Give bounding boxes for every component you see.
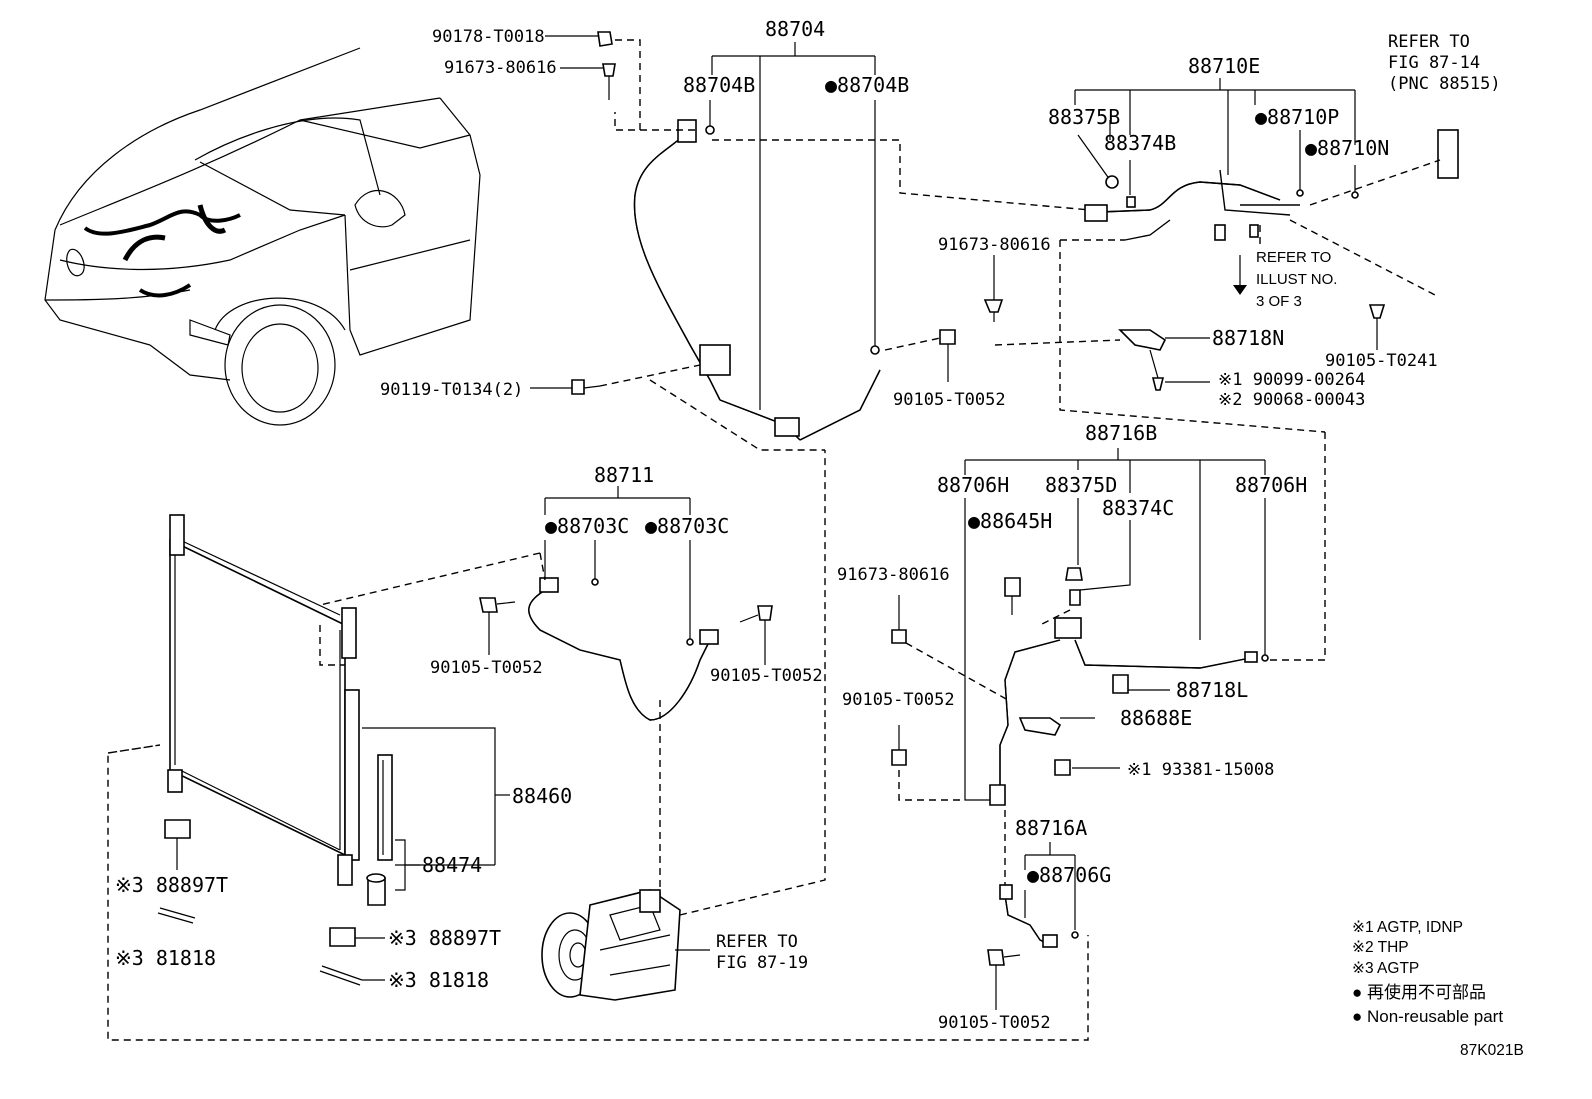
label-88897T-right: ※3 88897T bbox=[388, 926, 501, 950]
label-refer-illust-3: 3 OF 3 bbox=[1256, 293, 1302, 310]
label-90105-T0241: 90105-T0241 bbox=[1325, 351, 1438, 371]
compressor bbox=[541, 450, 826, 1001]
label-90119: 90119-T0134(2) bbox=[380, 380, 523, 400]
label-90105-88711-left: 90105-T0052 bbox=[430, 658, 543, 678]
label-refer-fig8714-1: REFER TO bbox=[1388, 32, 1470, 52]
label-refer-illust-2: ILLUST NO. bbox=[1256, 271, 1337, 288]
label-88718L: 88718L bbox=[1176, 678, 1248, 702]
label-88710E: 88710E bbox=[1188, 54, 1260, 78]
label-refer-fig8719-2: FIG 87-19 bbox=[716, 953, 808, 973]
label-88474: 88474 bbox=[422, 853, 482, 877]
label-88703C-b: ●88703C bbox=[645, 514, 729, 538]
label-88374C: 88374C bbox=[1102, 496, 1174, 520]
label-93381: ※1 93381-15008 bbox=[1127, 760, 1274, 780]
label-88374B: 88374B bbox=[1104, 131, 1176, 155]
label-91673-top: 91673-80616 bbox=[444, 58, 557, 78]
liquid-tube-88716B bbox=[891, 432, 1326, 806]
label-90105-88716A: 90105-T0052 bbox=[938, 1013, 1051, 1033]
label-90105-upper: 90105-T0052 bbox=[893, 390, 1006, 410]
part-number-labels: 90178-T0018 91673-80616 88704 88704B ●88… bbox=[115, 17, 1501, 1033]
bolts-88704 bbox=[530, 31, 956, 451]
label-88706H-a: 88706H bbox=[937, 473, 1009, 497]
legend-note-1: ※1 AGTP, IDNP bbox=[1352, 919, 1463, 936]
legend-note-3: ※3 AGTP bbox=[1352, 960, 1419, 977]
label-90178: 90178-T0018 bbox=[432, 27, 545, 47]
label-88688E: 88688E bbox=[1120, 706, 1192, 730]
label-88704: 88704 bbox=[765, 17, 825, 41]
label-88460: 88460 bbox=[512, 784, 572, 808]
legend: ※1 AGTP, IDNP ※2 THP ※3 AGTP ● 再使用不可部品 ●… bbox=[1352, 919, 1524, 1059]
discharge-hose-group bbox=[614, 39, 1091, 441]
label-91673-lower: 91673-80616 bbox=[837, 565, 950, 585]
vehicle-illustration bbox=[44, 47, 481, 426]
label-refer-fig8719-1: REFER TO bbox=[716, 932, 798, 952]
label-refer-fig8714-3: (PNC 88515) bbox=[1388, 74, 1501, 94]
liquid-tube-group bbox=[319, 486, 773, 900]
label-88711: 88711 bbox=[594, 463, 654, 487]
label-88704B-nonreusable: ●88704B bbox=[825, 73, 909, 97]
label-81818-right: ※3 81818 bbox=[388, 968, 489, 992]
label-88710N: ●88710N bbox=[1305, 136, 1389, 160]
label-90099: ※1 90099-00264 bbox=[1218, 370, 1365, 390]
label-90105-88716B: 90105-T0052 bbox=[842, 690, 955, 710]
condenser-assembly bbox=[107, 514, 1089, 1041]
label-88645H: ●88645H bbox=[968, 509, 1052, 533]
label-88706H-b: 88706H bbox=[1235, 473, 1307, 497]
label-88704B: 88704B bbox=[683, 73, 755, 97]
legend-note-2: ※2 THP bbox=[1352, 939, 1409, 956]
label-88710P: ●88710P bbox=[1255, 105, 1339, 129]
label-88716B: 88716B bbox=[1085, 421, 1157, 445]
label-88375D: 88375D bbox=[1045, 473, 1117, 497]
label-81818-left: ※3 81818 bbox=[115, 946, 216, 970]
liquid-tube-88716A bbox=[987, 810, 1079, 1010]
figure-code: 87K021B bbox=[1460, 1042, 1524, 1059]
label-88718N: 88718N bbox=[1212, 326, 1284, 350]
label-88897T-left: ※3 88897T bbox=[115, 873, 228, 897]
label-90105-88711-right: 90105-T0052 bbox=[710, 666, 823, 686]
legend-nonreusable-en: ● Non-reusable part bbox=[1352, 1007, 1503, 1026]
label-88706G: ●88706G bbox=[1027, 863, 1111, 887]
label-88703C-a: ●88703C bbox=[545, 514, 629, 538]
legend-nonreusable-jp: ● 再使用不可部品 bbox=[1352, 982, 1486, 1002]
label-91673-mid: 91673-80616 bbox=[938, 235, 1051, 255]
label-90068: ※2 90068-00043 bbox=[1218, 390, 1365, 410]
label-88375B: 88375B bbox=[1048, 105, 1120, 129]
label-refer-fig8714-2: FIG 87-14 bbox=[1388, 53, 1480, 73]
label-88716A: 88716A bbox=[1015, 816, 1087, 840]
bracket-88718N bbox=[983, 255, 1386, 391]
suction-tube-group bbox=[994, 78, 1459, 433]
label-refer-illust-1: REFER TO bbox=[1256, 249, 1331, 266]
